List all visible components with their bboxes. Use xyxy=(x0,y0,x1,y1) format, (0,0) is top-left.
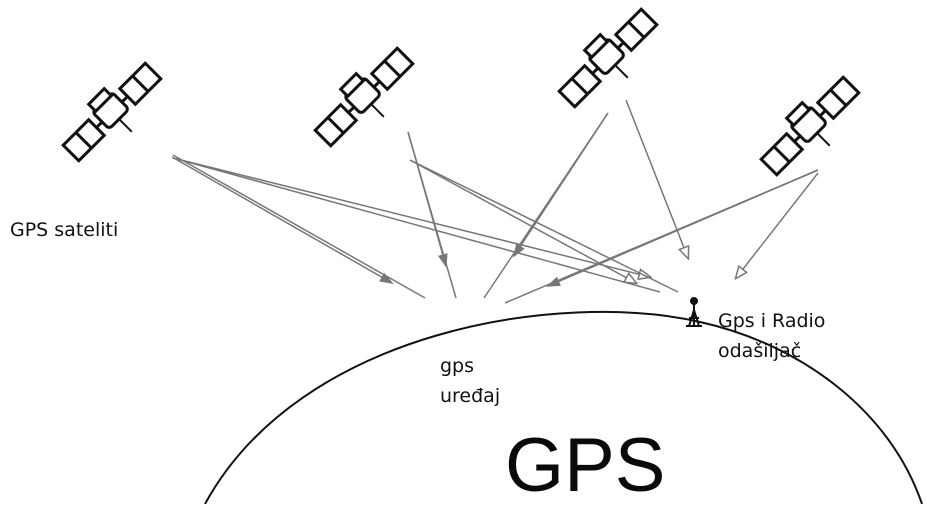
signal-lines xyxy=(171,99,819,304)
signal-line-sat3-station xyxy=(625,99,688,258)
satellite-icon-1 xyxy=(53,53,175,175)
radio-station-label-line1: Gps i Radio xyxy=(718,310,826,332)
gps-device-label-line1: gps xyxy=(440,355,475,377)
radio-station-label-line2: odašiljač xyxy=(718,340,802,362)
radio-station-label: Gps i Radio odašiljač xyxy=(718,306,825,366)
gps-title: GPS xyxy=(505,423,666,508)
gps-device-label: gps uređaj xyxy=(440,351,500,411)
satellite-icon-4 xyxy=(751,67,873,189)
satellites-label: GPS sateliti xyxy=(10,219,119,241)
signal-line-sat4-station xyxy=(736,172,819,278)
satellite-icon-2 xyxy=(305,38,427,160)
signal-line-sat1-device xyxy=(172,154,426,299)
signal-line-sat1-station xyxy=(172,157,661,293)
signal-line-sat2-station xyxy=(409,159,679,293)
radio-tower-icon xyxy=(686,297,702,327)
gps-device-label-line2: uređaj xyxy=(440,385,501,407)
satellite-icon-3 xyxy=(549,0,671,121)
earth-outline xyxy=(204,310,923,504)
